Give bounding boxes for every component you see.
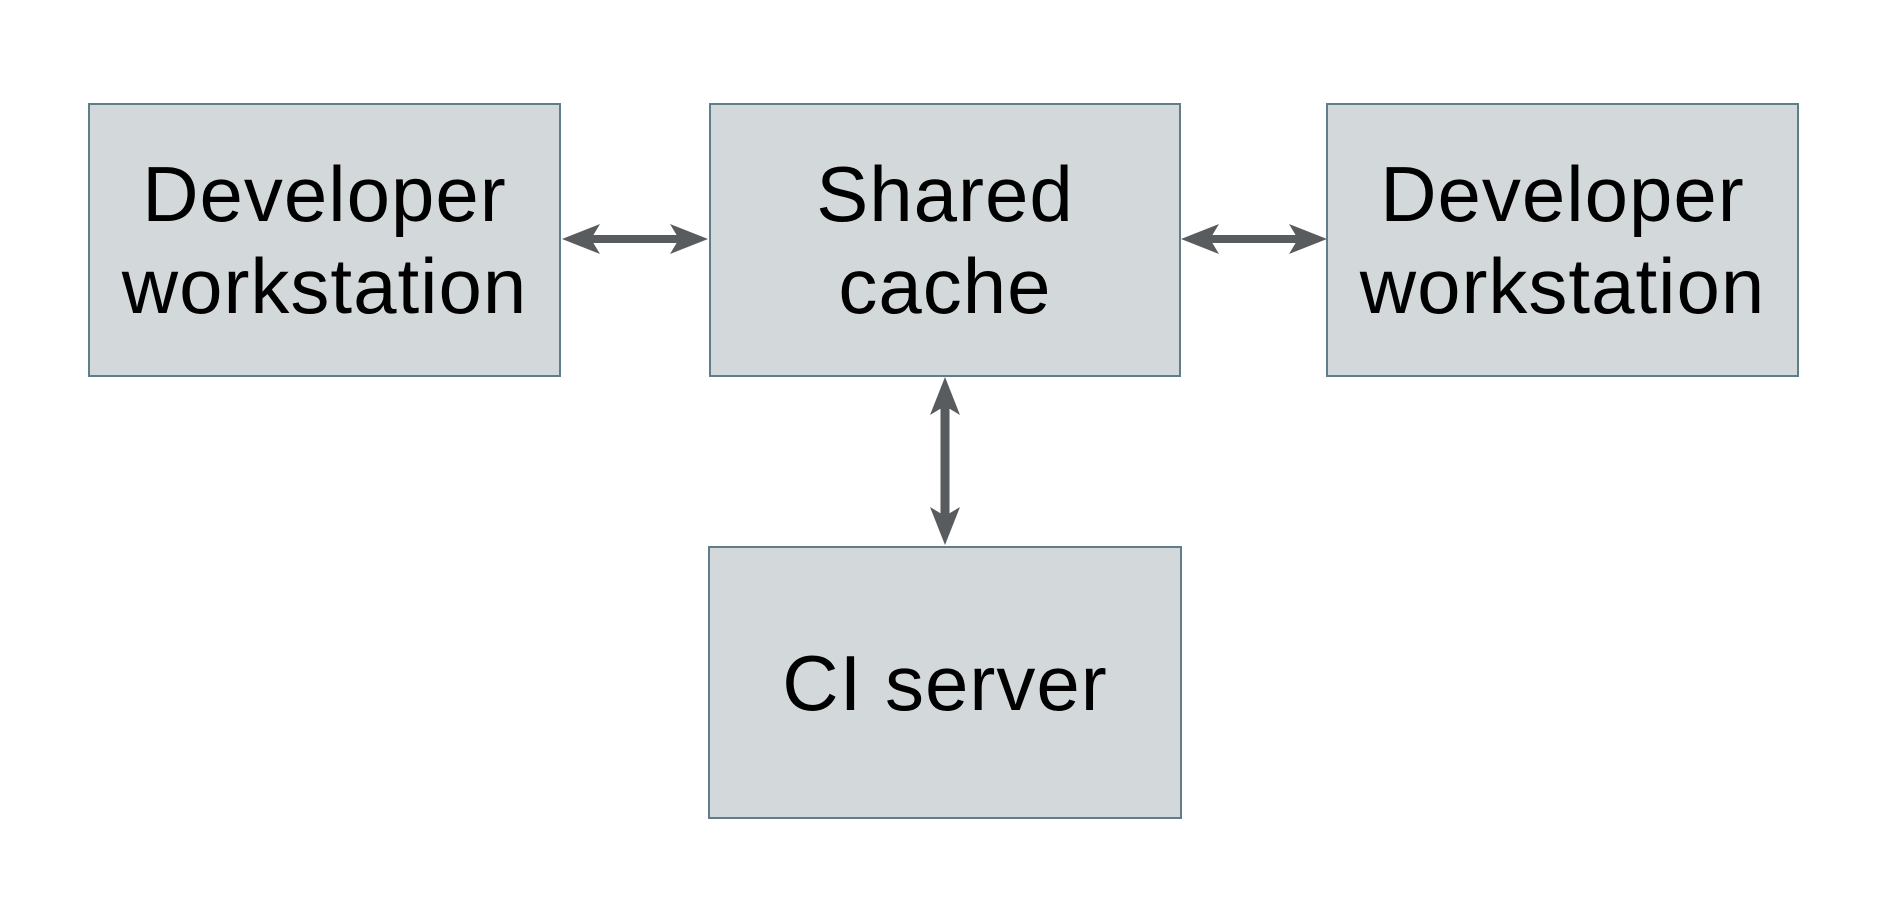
node-label-line: cache <box>838 242 1052 330</box>
node-label-line: Developer <box>142 150 507 238</box>
node-label-line: CI server <box>782 638 1108 727</box>
node-label-line: workstation <box>121 242 528 330</box>
double-arrow-icon-devleft-cache <box>562 217 708 261</box>
node-label-line: Shared <box>816 150 1074 238</box>
double-arrow-icon-cache-ciserver <box>923 377 967 545</box>
node-label-line: workstation <box>1359 242 1766 330</box>
node-shared-cache: Shared cache <box>709 103 1181 377</box>
double-arrow-icon-cache-devright <box>1181 217 1327 261</box>
node-label-line: Developer <box>1380 150 1745 238</box>
node-developer-workstation-left: Developer workstation <box>88 103 561 377</box>
node-developer-workstation-right: Developer workstation <box>1326 103 1799 377</box>
node-ci-server: CI server <box>708 546 1182 819</box>
